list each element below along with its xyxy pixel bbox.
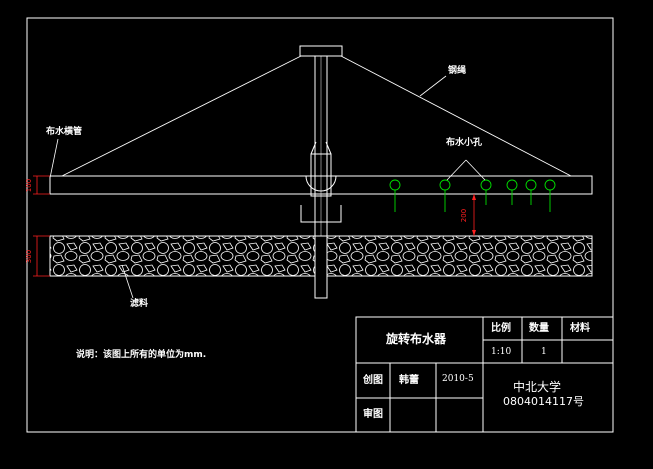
dim-filter-height: 300 xyxy=(25,249,34,264)
pipe-label: 布水横管 xyxy=(46,127,83,137)
pipe-hole xyxy=(544,179,556,191)
student-id: 0804014117号 xyxy=(503,395,584,408)
holes-leader-2 xyxy=(465,159,486,181)
drawing-border xyxy=(26,17,614,433)
pipe-holes xyxy=(389,179,556,212)
title-block-frame xyxy=(355,316,614,433)
units-note: 说明：该图上所有的单位为mm. xyxy=(76,350,207,360)
pipe-leader xyxy=(49,138,59,179)
cable-label: 钢绳 xyxy=(448,66,467,76)
quantity-header: 数量 xyxy=(529,323,549,334)
scale-header: 比例 xyxy=(491,323,511,334)
holes-label: 布水小孔 xyxy=(446,138,483,148)
dim-arrow xyxy=(472,194,476,200)
drawing-title: 旋转布水器 xyxy=(386,332,447,346)
top-cap xyxy=(299,45,343,57)
pipe-hole xyxy=(439,179,451,191)
cable-left xyxy=(61,55,302,177)
pipe-hole xyxy=(506,179,518,191)
pipe-hole xyxy=(389,179,401,191)
dim-pipe-height: 100 xyxy=(25,178,34,193)
drawn-label: 创图 xyxy=(363,375,383,386)
dim-arrow xyxy=(472,230,476,236)
reviewed-label: 审图 xyxy=(363,409,383,420)
bearing-top-right xyxy=(325,141,332,155)
bearing-bowl xyxy=(305,175,337,192)
cable-right xyxy=(340,55,572,177)
material-header: 材料 xyxy=(570,323,590,334)
quantity-value: 1 xyxy=(541,347,547,357)
bearing-housing xyxy=(310,153,332,197)
holes-leader-1 xyxy=(446,159,467,181)
support-bracket xyxy=(300,205,342,223)
pipe-hole xyxy=(480,179,492,191)
school-name: 中北大学 xyxy=(513,380,562,394)
shaft-through-filter xyxy=(314,235,328,299)
pipe-hole xyxy=(525,179,537,191)
scale-value: 1:10 xyxy=(491,347,512,357)
distribution-pipe xyxy=(49,175,593,195)
cable-leader xyxy=(419,75,447,97)
drawn-by: 韩蕾 xyxy=(399,375,419,386)
dim-hole-gap: 200 xyxy=(460,208,469,223)
filter-leader xyxy=(121,264,134,299)
drawing-date: 2010-5 xyxy=(442,374,474,384)
filter-label: 滤料 xyxy=(130,299,149,309)
bearing-top-left xyxy=(310,141,317,155)
